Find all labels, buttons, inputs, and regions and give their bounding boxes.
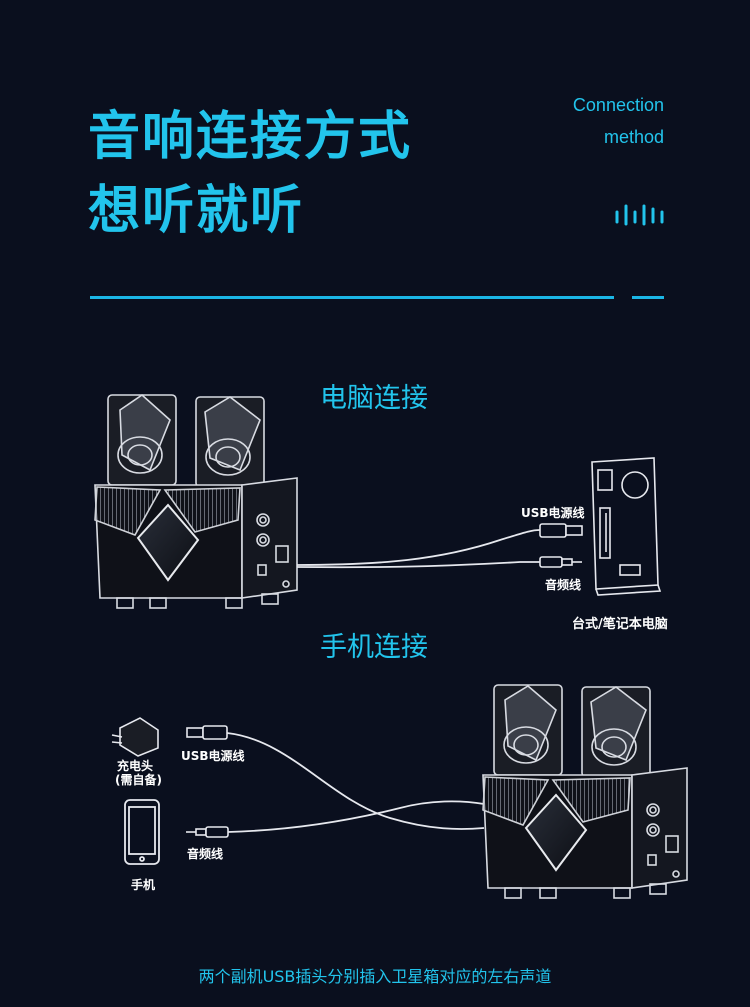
charger-note-label: (需自备) xyxy=(115,773,162,787)
section-title-phone: 手机连接 xyxy=(320,632,428,663)
speaker-set-illustration xyxy=(94,393,298,609)
pc-audio-label: 音频线 xyxy=(545,578,582,592)
phone-usb-label: USB电源线 xyxy=(181,749,245,763)
divider-long xyxy=(90,296,614,299)
audio-jack-icon xyxy=(539,556,582,568)
section-title-pc: 电脑连接 xyxy=(320,383,428,414)
phone-audio-label: 音频线 xyxy=(187,847,224,861)
footer-note: 两个副机USB插头分别插入卫星箱对应的左右声道 xyxy=(198,967,552,986)
computer-label: 台式/笔记本电脑 xyxy=(572,617,668,632)
page-title-line2: 想听就听 xyxy=(88,181,305,241)
english-subtitle-line2: method xyxy=(603,127,664,147)
phone-illustration xyxy=(124,799,160,865)
charger-label: 充电头 xyxy=(117,759,154,773)
english-subtitle-line1: Connection xyxy=(572,95,664,115)
phone-label: 手机 xyxy=(131,878,156,892)
charger-illustration xyxy=(111,717,159,757)
page-title-line1: 音响连接方式 xyxy=(88,107,413,167)
computer-tower-illustration xyxy=(591,457,662,596)
pc-usb-label: USB电源线 xyxy=(521,506,585,520)
divider-short xyxy=(632,296,664,299)
usb-plug-icon xyxy=(539,523,583,538)
